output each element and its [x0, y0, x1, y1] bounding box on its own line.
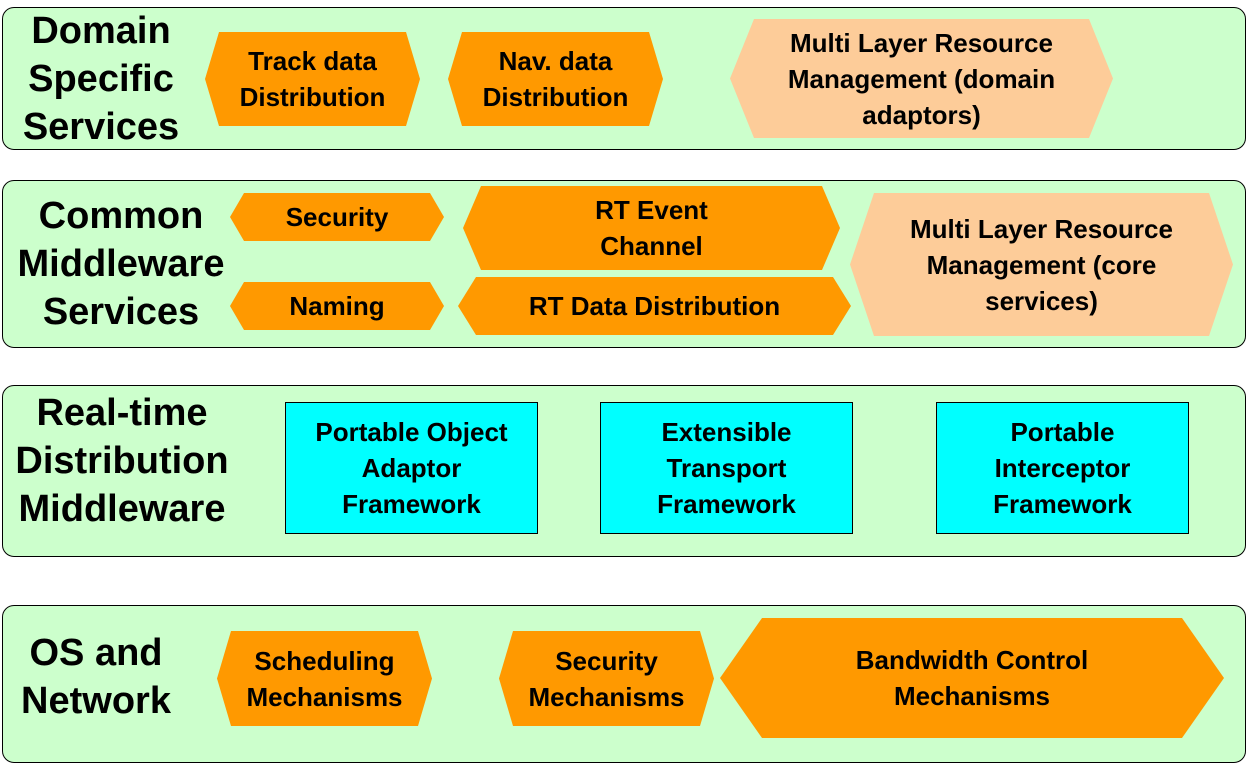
layer-title-domain-specific: Domain Specific Services: [22, 10, 180, 148]
extensible-transport-framework: Extensible Transport Framework: [600, 402, 853, 534]
portable-interceptor-framework: Portable Interceptor Framework: [936, 402, 1189, 534]
security-mechanisms: Security Mechanisms: [499, 631, 714, 726]
track-data-distribution: Track data Distribution: [205, 32, 420, 126]
multi-layer-resource-management-core: Multi Layer Resource Management (core se…: [850, 193, 1233, 336]
nav-data-distribution: Nav. data Distribution: [448, 32, 663, 126]
multi-layer-resource-management-domain: Multi Layer Resource Management (domain …: [730, 19, 1113, 138]
layer-title-realtime-distribution: Real-time Distribution Middleware: [15, 392, 229, 530]
layer-title-os-and-network: OS and Network: [21, 632, 171, 722]
security-service: Security: [230, 193, 444, 241]
layer-title-common-middleware: Common Middleware Services: [17, 195, 225, 333]
bandwidth-control-mechanisms: Bandwidth Control Mechanisms: [720, 618, 1224, 738]
naming-service: Naming: [230, 282, 444, 330]
rt-event-channel: RT Event Channel: [463, 186, 840, 270]
scheduling-mechanisms: Scheduling Mechanisms: [217, 631, 432, 726]
rt-data-distribution: RT Data Distribution: [458, 277, 851, 335]
portable-object-adaptor-framework: Portable Object Adaptor Framework: [285, 402, 538, 534]
